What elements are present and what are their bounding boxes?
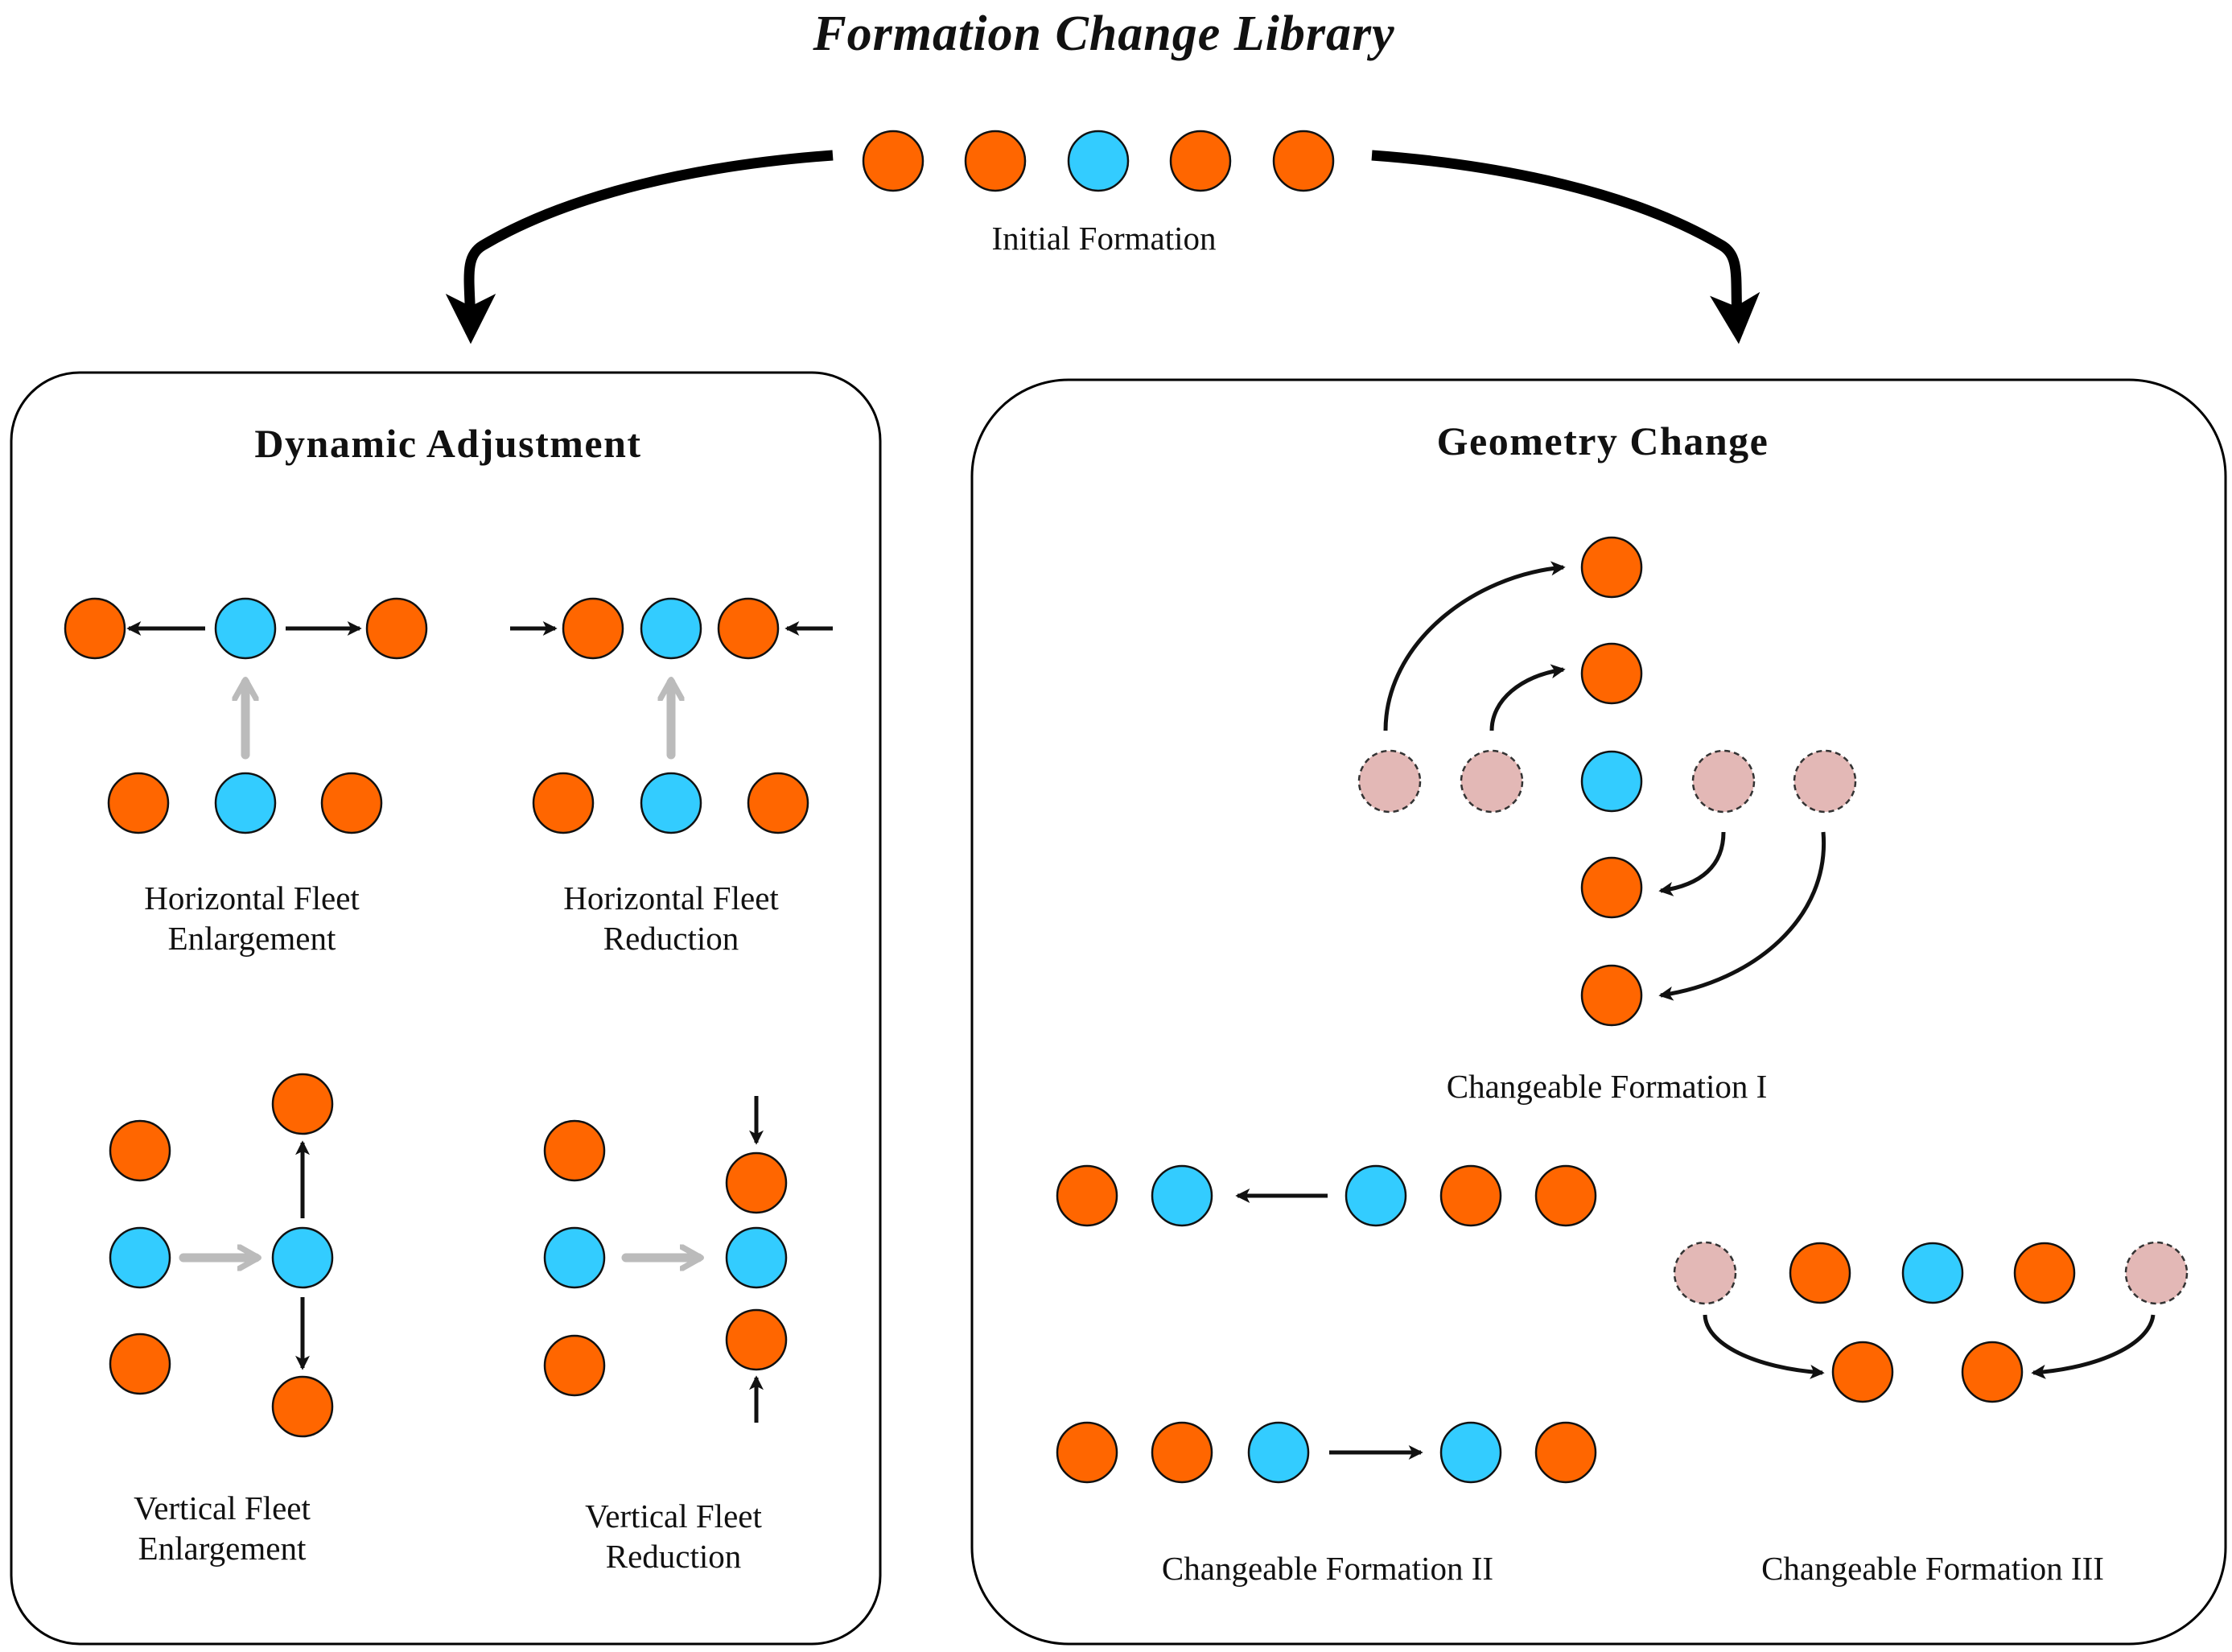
geometry-change-title: Geometry Change xyxy=(1437,418,1769,463)
move-arrow-curve xyxy=(1658,831,1826,1001)
agent-follower xyxy=(747,772,809,834)
agent-leader xyxy=(1580,750,1643,813)
agent-follower xyxy=(1789,1242,1851,1304)
agent-follower xyxy=(964,130,1027,192)
cf3-label: Changeable Formation III xyxy=(1761,1550,2104,1587)
vfe-label-line1: Vertical Fleet xyxy=(134,1489,311,1526)
vfr-label-line2: Reduction xyxy=(606,1538,742,1575)
hfr-label-line1: Horizontal Fleet xyxy=(563,880,779,917)
agent-follower xyxy=(2013,1242,2076,1304)
agent-leader xyxy=(640,772,702,834)
changeable-formation-1 xyxy=(1357,536,1857,1027)
agent-follower xyxy=(1056,1164,1118,1227)
agent-follower xyxy=(725,1308,788,1371)
agent-ghost xyxy=(1793,749,1857,814)
agent-follower xyxy=(64,597,126,660)
move-arrow-curve xyxy=(2031,1314,2156,1379)
agent-follower xyxy=(1056,1421,1118,1484)
agent-follower xyxy=(562,597,624,660)
agent-leader xyxy=(543,1226,606,1289)
hfr-label-line2: Reduction xyxy=(603,920,739,957)
changeable-formation-2 xyxy=(1056,1164,1597,1484)
agent-follower xyxy=(862,130,925,192)
initial-formation-label: Initial Formation xyxy=(992,220,1217,257)
agent-follower xyxy=(271,1375,334,1438)
agent-leader xyxy=(214,772,277,834)
agent-follower xyxy=(1831,1341,1894,1403)
cf1-label: Changeable Formation I xyxy=(1447,1068,1768,1105)
dynamic-adjustment-panel xyxy=(10,371,882,1646)
agent-leader xyxy=(1439,1421,1502,1484)
hfe-label-line1: Horizontal Fleet xyxy=(144,880,360,917)
hfe-label-line2: Enlargement xyxy=(168,920,336,957)
move-arrow-curve xyxy=(1703,1314,1825,1379)
agent-leader xyxy=(109,1226,171,1289)
agent-follower xyxy=(1169,130,1232,192)
move-arrow-curve xyxy=(1489,664,1566,731)
vertical-fleet-enlargement xyxy=(109,1073,334,1438)
vfe-label-line2: Enlargement xyxy=(138,1530,307,1567)
cf2-label: Changeable Formation II xyxy=(1162,1550,1493,1587)
agent-follower xyxy=(1439,1164,1502,1227)
agent-leader xyxy=(271,1226,334,1289)
agent-leader xyxy=(725,1226,788,1289)
changeable-formation-3 xyxy=(1673,1241,2189,1403)
diagram-title: Formation Change Library xyxy=(812,6,1394,61)
agent-follower xyxy=(1580,536,1643,599)
agent-follower xyxy=(725,1151,788,1214)
agent-follower xyxy=(717,597,780,660)
agent-ghost xyxy=(1357,749,1422,814)
agent-follower xyxy=(365,597,428,660)
agent-follower xyxy=(1272,130,1335,192)
agent-leader xyxy=(214,597,277,660)
horizontal-fleet-reduction xyxy=(510,597,833,834)
agent-follower xyxy=(1580,856,1643,919)
agent-follower xyxy=(543,1334,606,1397)
horizontal-fleet-enlargement xyxy=(64,597,428,834)
agent-follower xyxy=(107,772,170,834)
vertical-fleet-reduction xyxy=(543,1096,788,1423)
agent-ghost xyxy=(1691,749,1756,814)
agent-follower xyxy=(1580,964,1643,1027)
move-arrow-curve xyxy=(1383,561,1566,731)
geometry-change-panel xyxy=(970,378,2227,1646)
agent-leader xyxy=(1345,1164,1407,1227)
dynamic-adjustment-title: Dynamic Adjustment xyxy=(254,421,641,466)
agent-follower xyxy=(1534,1164,1597,1227)
move-arrow-curve xyxy=(1658,831,1726,896)
agent-leader xyxy=(1067,130,1130,192)
agent-leader xyxy=(1901,1242,1964,1304)
agent-follower xyxy=(1151,1421,1213,1484)
agent-follower xyxy=(543,1119,606,1182)
agent-leader xyxy=(1151,1164,1213,1227)
agent-follower xyxy=(1961,1341,2024,1403)
agent-follower xyxy=(1580,642,1643,705)
branch-arrow-right xyxy=(1371,150,1760,344)
agent-leader xyxy=(640,597,702,660)
agent-ghost xyxy=(2124,1241,2189,1305)
agent-ghost xyxy=(1673,1241,1737,1305)
agent-follower xyxy=(532,772,595,834)
initial-formation xyxy=(862,130,1335,192)
vfr-label-line1: Vertical Fleet xyxy=(585,1498,762,1535)
agent-leader xyxy=(1247,1421,1310,1484)
agent-follower xyxy=(320,772,383,834)
agent-follower xyxy=(1534,1421,1597,1484)
agent-ghost xyxy=(1460,749,1524,814)
branch-arrow-left xyxy=(445,150,834,344)
agent-follower xyxy=(271,1073,334,1135)
agent-follower xyxy=(109,1333,171,1395)
agent-follower xyxy=(109,1119,171,1182)
